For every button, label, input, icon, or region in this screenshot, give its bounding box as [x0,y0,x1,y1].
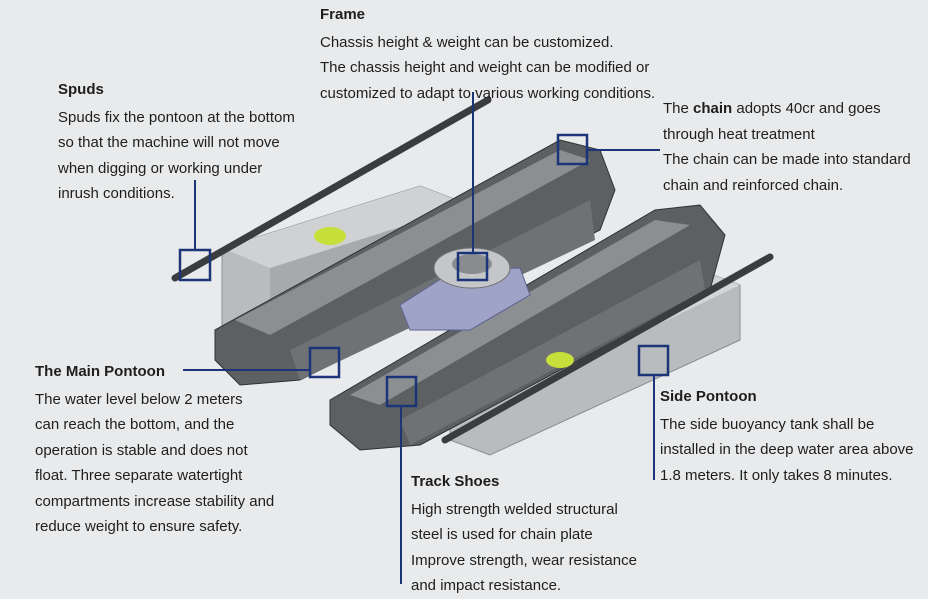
callout-line: so that the machine will not move [58,134,280,151]
callout-title: Frame [320,6,366,23]
callout-line: chain and reinforced chain. [663,176,844,194]
callout-line: 1.8 meters. It only takes 8 minutes. [660,466,893,484]
callout-line: can reach the bottom, and the [35,416,235,433]
callout-title: Track Shoes [411,473,500,490]
callout-line: Chassis height & weight can be customize… [320,33,614,51]
chain-keyword: chain [693,100,733,117]
right-spud [441,253,774,444]
callout-line: operation is stable and does not [35,441,248,459]
left-spud [171,96,492,282]
marker-boxes [178,133,670,408]
callout-side-pontoon: Side Pontoon The side buoyancy tank shal… [660,384,914,488]
callout-line: inrush conditions. [58,185,175,202]
central-frame [399,247,531,331]
callout-frame: Frame Chassis height & weight can be cus… [320,2,655,106]
callout-line: The side buoyancy tank shall be [660,415,875,433]
callout-title: Spuds [58,81,104,98]
chain-text-post: adopts 40cr and goes [732,100,881,117]
callout-line: Spuds fix the pontoon at the bottom [58,108,295,126]
right-track [329,204,726,451]
callout-line: reduce weight to ensure safety. [35,518,243,535]
callout-title: The Main Pontoon [35,363,165,380]
callout-line: The chain can be made into standard [663,151,911,168]
callout-line: The chassis height and weight can be mod… [320,59,650,76]
callout-main-pontoon: The Main Pontoon The water level below 2… [35,359,274,540]
callout-line: steel is used for chain plate [411,526,593,543]
callout-line: compartments increase stability and [35,492,275,510]
callout-line: Improve strength, wear resistance [411,551,637,569]
marker-disc [546,352,574,368]
callout-line: float. Three separate watertight [35,467,243,484]
callout-track-shoes: Track Shoes High strength welded structu… [411,469,637,599]
marker-disc [314,227,346,245]
callout-title: Side Pontoon [660,388,757,405]
callout-line: customized to adapt to various working c… [320,84,656,102]
callout-line: installed in the deep water area above [660,441,914,458]
chain-text-pre: The [663,100,694,117]
callout-line: and impact resistance. [411,577,562,594]
callout-spuds: Spuds Spuds fix the pontoon at the botto… [58,77,295,207]
callout-line: High strength welded structural [411,500,618,518]
callout-line: The water level below 2 meters [35,390,243,408]
callout-line: The chain adopts 40cr and goes [663,96,911,122]
callout-line: when digging or working under [58,159,263,177]
leader-lines [183,92,660,584]
callout-chain: The chain adopts 40cr and goes through h… [663,96,911,198]
callout-line: through heat treatment [663,125,815,143]
